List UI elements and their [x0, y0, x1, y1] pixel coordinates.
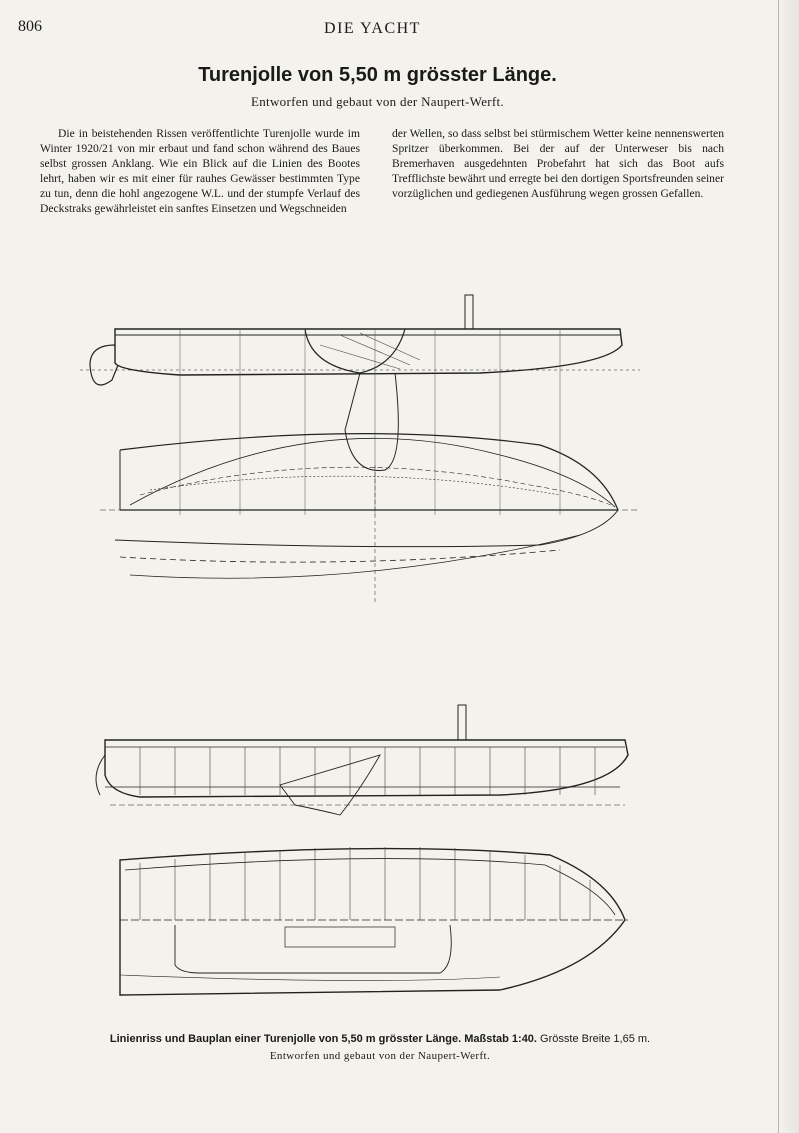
- article-subtitle: Entworfen und gebaut von der Naupert-Wer…: [251, 94, 504, 109]
- half-breadth-plan: [100, 433, 640, 511]
- caption-main: Linienriss und Bauplan einer Turenjolle …: [109, 1033, 462, 1045]
- construction-plan-drawing: [95, 704, 629, 996]
- running-head: DIE YACHT: [324, 20, 421, 37]
- paragraph-right: der Wellen, so dass selbst bei stürmisch…: [392, 127, 724, 200]
- waterline-plan: [114, 465, 619, 605]
- page-edge-shadow: [777, 0, 799, 1133]
- construction-profile: [95, 704, 629, 816]
- caption-scale: Maßstab 1:40.: [464, 1033, 537, 1045]
- paragraph-left: Die in beistehenden Rissen veröffentlich…: [40, 127, 360, 215]
- lines-plan-drawing: [80, 294, 640, 605]
- text-column-right: der Wellen, so dass selbst bei stürmisch…: [392, 126, 724, 201]
- construction-plan-view: [119, 847, 628, 996]
- figure-caption-sub: Entworfen und gebaut von der Naupert-Wer…: [269, 1050, 491, 1062]
- caption-beam: Grösste Breite 1,65 m.: [540, 1033, 651, 1045]
- figure-caption: Linienriss und Bauplan einer Turenjolle …: [0, 1033, 760, 1045]
- sheer-profile: [80, 294, 640, 515]
- page-number: 806: [18, 18, 42, 35]
- article-title: Turenjolle von 5,50 m grösster Länge.: [198, 64, 557, 86]
- text-column-left: Die in beistehenden Rissen veröffentlich…: [40, 126, 360, 216]
- page-fold-line: [778, 0, 779, 1133]
